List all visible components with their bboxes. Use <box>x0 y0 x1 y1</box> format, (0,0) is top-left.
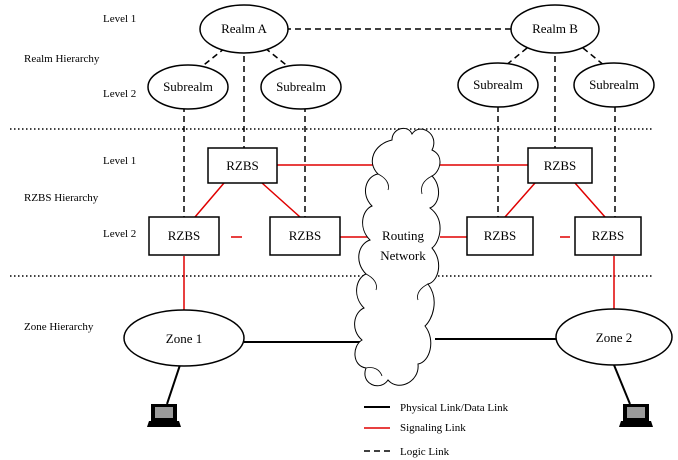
logic-link-realm-a-subrealm-a1 <box>199 47 226 69</box>
cloud-inner-curl-3 <box>365 273 377 291</box>
realm-level1-label: Level 1 <box>103 13 136 25</box>
subrealm-a2-label: Subrealm <box>276 79 326 94</box>
rzbs-level2-label: Level 2 <box>103 228 136 240</box>
rzbs-r2-label: RZBS <box>592 228 625 243</box>
legend-logic-label: Logic Link <box>400 446 450 458</box>
rzbs-top-right-label: RZBS <box>544 158 577 173</box>
realm-a-node: Realm A <box>199 4 289 54</box>
cloud-label-line2: Network <box>380 248 426 263</box>
cloud-inner-curl-5 <box>365 367 383 377</box>
cloud-label-line1: Routing <box>382 228 424 243</box>
subrealm-a2-node: Subrealm <box>260 64 342 110</box>
physical-links <box>166 338 631 405</box>
rzbs-l2-label: RZBS <box>289 228 322 243</box>
subrealm-b1-node: Subrealm <box>457 62 539 108</box>
subrealm-b2-label: Subrealm <box>589 77 639 92</box>
realm-a-label: Realm A <box>221 21 267 36</box>
realm-b-label: Realm B <box>532 21 578 36</box>
cloud-inner-curl-2 <box>421 175 433 195</box>
rzbs-r2-node: RZBS <box>574 216 642 256</box>
signaling-link-rzbs-tr-r2 <box>574 182 606 218</box>
physical-link-zone2-laptop <box>613 364 631 405</box>
signaling-link-rzbs-tl-l1 <box>194 182 225 218</box>
signaling-link-rzbs-tr-r1 <box>504 182 536 218</box>
routing-network-cloud: Routing Network <box>354 127 441 387</box>
realm-hierarchy-label: Realm Hierarchy <box>24 53 100 65</box>
logic-link-realm-a-subrealm-a2 <box>264 47 291 69</box>
rzbs-l1-label: RZBS <box>168 228 201 243</box>
rzbs-top-left-label: RZBS <box>226 158 259 173</box>
logic-link-realm-b-subrealm-b2 <box>582 47 606 67</box>
zone2-label: Zone 2 <box>596 330 632 345</box>
zone-hierarchy-label: Zone Hierarchy <box>24 321 94 333</box>
subrealm-a1-label: Subrealm <box>163 79 213 94</box>
subrealm-b2-node: Subrealm <box>573 62 655 108</box>
rzbs-l2-node: RZBS <box>269 216 341 256</box>
physical-link-zone1-laptop <box>166 364 181 405</box>
signaling-links <box>183 164 615 312</box>
cloud-inner-curl-4 <box>417 283 429 301</box>
cloud-inner-curl-1 <box>377 173 389 191</box>
realm-b-node: Realm B <box>510 4 600 54</box>
rzbs-top-left-node: RZBS <box>207 147 278 184</box>
legend-physical-label: Physical Link/Data Link <box>400 402 509 414</box>
rzbs-l1-node: RZBS <box>148 216 220 256</box>
signaling-link-rzbs-tl-l2 <box>261 182 301 218</box>
laptop-icon <box>619 404 653 427</box>
legend-signaling-label: Signaling Link <box>400 422 466 434</box>
rzbs-r1-label: RZBS <box>484 228 517 243</box>
rzbs-top-right-node: RZBS <box>527 147 593 184</box>
legend: Physical Link/Data Link Signaling Link L… <box>364 402 509 458</box>
subrealm-a1-node: Subrealm <box>147 64 229 110</box>
realm-level2-label: Level 2 <box>103 88 136 100</box>
subrealm-b1-label: Subrealm <box>473 77 523 92</box>
logic-links <box>183 28 616 217</box>
laptop-icon <box>147 404 181 427</box>
rzbs-hierarchy-label: RZBS Hierarchy <box>24 192 99 204</box>
zone1-node: Zone 1 <box>123 309 245 367</box>
zone1-label: Zone 1 <box>166 331 202 346</box>
rzbs-r1-node: RZBS <box>466 216 534 256</box>
cloud-shape <box>354 127 441 387</box>
zone2-node: Zone 2 <box>555 308 673 366</box>
rzbs-level1-label: Level 1 <box>103 155 136 167</box>
